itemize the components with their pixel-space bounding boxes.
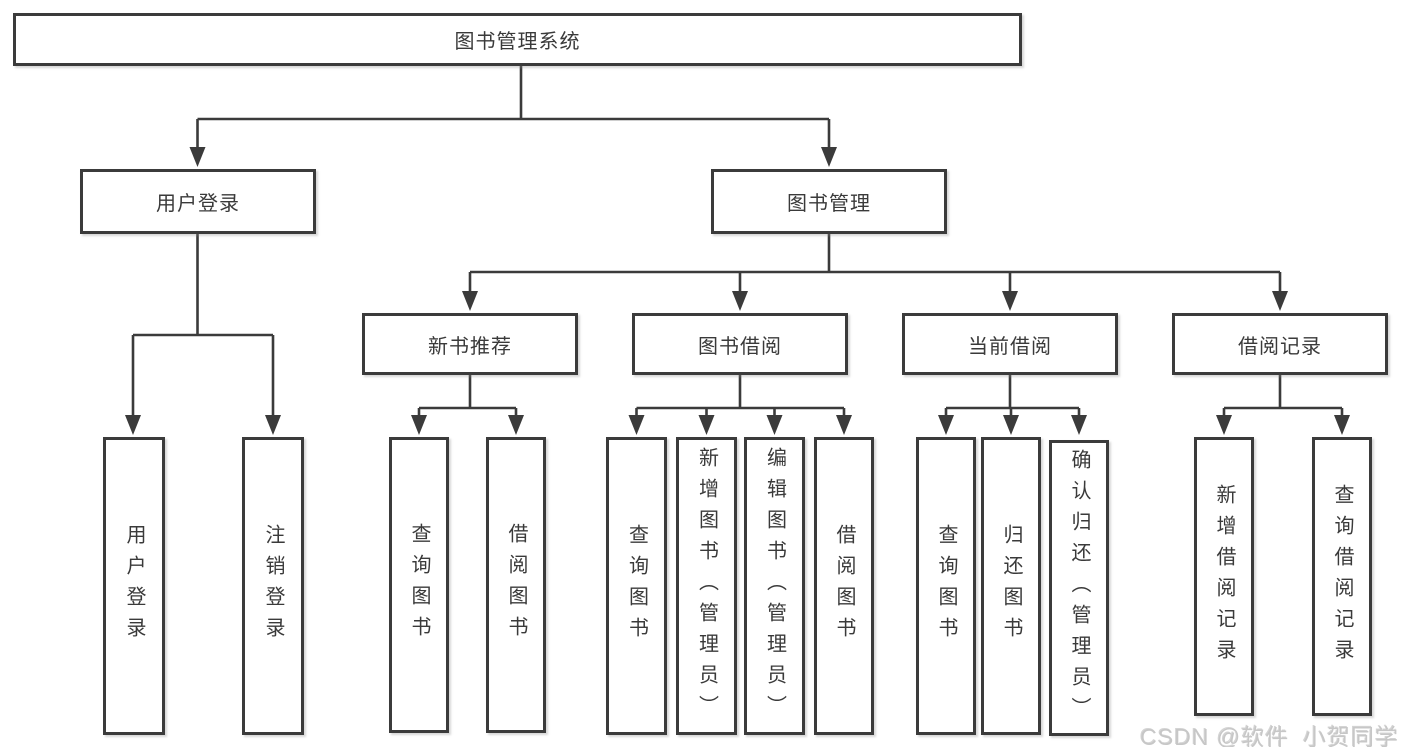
node-leaf-return-books: 归还图书 — [981, 437, 1041, 735]
node-book-management: 图书管理 — [711, 169, 947, 234]
node-leaf-confirm-return-admin: 确认归还（管理员） — [1049, 440, 1109, 736]
arrowhead — [836, 415, 852, 435]
node-leaf-query-books-current: 查询图书 — [916, 437, 976, 735]
arrowhead — [766, 415, 783, 435]
node-borrow-records: 借阅记录 — [1172, 313, 1388, 375]
node-user-login: 用户登录 — [80, 169, 316, 234]
node-leaf-query-borrow-record: 查询借阅记录 — [1312, 437, 1372, 716]
arrowhead — [411, 415, 427, 435]
node-book-borrow: 图书借阅 — [632, 313, 848, 375]
node-leaf-borrow-books: 借阅图书 — [814, 437, 874, 735]
arrowhead — [189, 147, 206, 167]
node-leaf-edit-books-admin: 编辑图书（管理员） — [744, 437, 805, 735]
arrowhead — [1003, 415, 1019, 435]
arrowhead — [1002, 291, 1018, 311]
arrowheads — [125, 147, 1350, 435]
node-leaf-query-books-recommend: 查询图书 — [389, 437, 449, 733]
csdn-watermark: CSDN @软件_小贺同学 — [1140, 724, 1399, 747]
arrowhead — [265, 415, 281, 435]
arrowhead — [628, 415, 645, 435]
arrowhead — [462, 291, 478, 311]
node-leaf-borrow-books-recommend: 借阅图书 — [486, 437, 546, 733]
node-leaf-add-borrow-record: 新增借阅记录 — [1194, 437, 1254, 716]
arrowhead — [821, 147, 837, 167]
arrowhead — [1272, 291, 1288, 311]
connector-lines — [131, 66, 1344, 417]
node-current-borrow: 当前借阅 — [902, 313, 1118, 375]
arrowhead — [1216, 415, 1232, 435]
node-leaf-add-books-admin: 新增图书（管理员） — [676, 437, 737, 735]
node-leaf-user-login: 用户登录 — [103, 437, 165, 735]
arrowhead — [1071, 415, 1087, 435]
arrowhead — [732, 291, 748, 311]
node-leaf-logout: 注销登录 — [242, 437, 304, 735]
arrowhead — [125, 415, 141, 435]
node-leaf-query-books-borrow: 查询图书 — [606, 437, 667, 735]
arrowhead — [698, 415, 715, 435]
arrowhead — [508, 415, 524, 435]
node-new-book-recommend: 新书推荐 — [362, 313, 578, 375]
arrowhead — [1334, 415, 1350, 435]
arrowhead — [938, 415, 954, 435]
node-root-system: 图书管理系统 — [13, 13, 1022, 66]
